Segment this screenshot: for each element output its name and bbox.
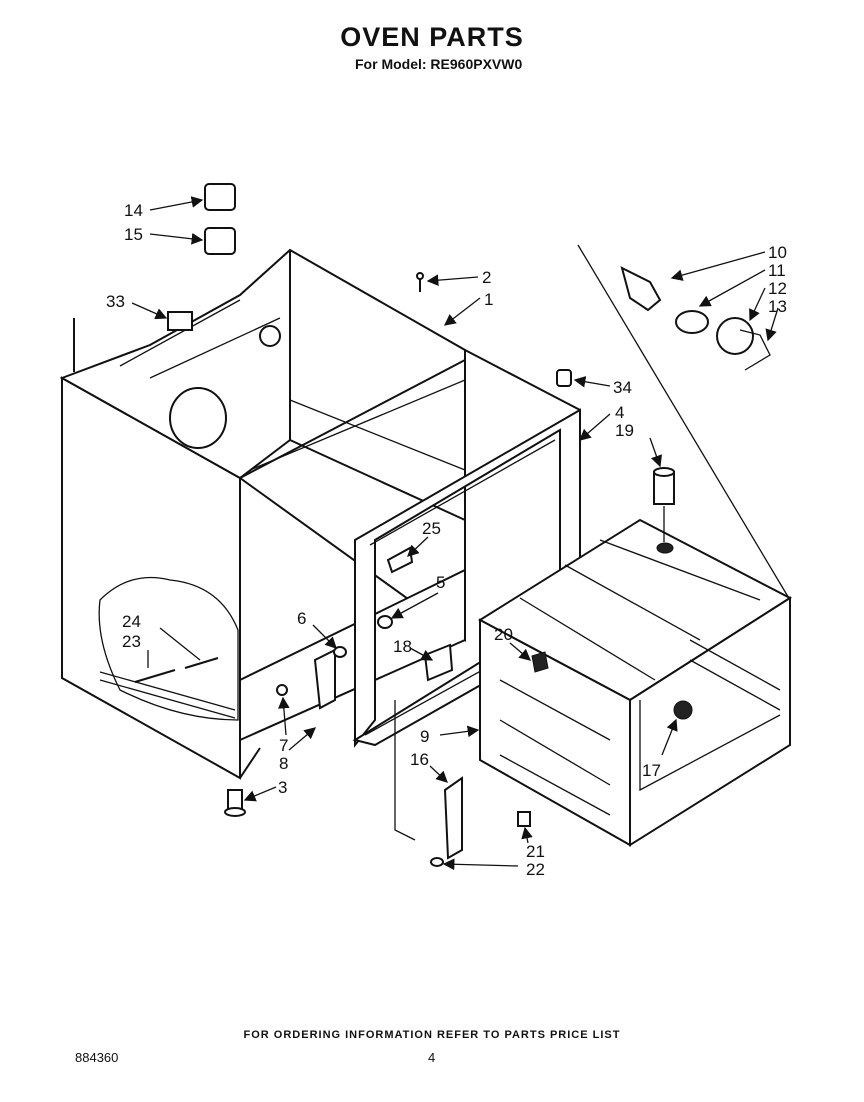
callout-24: 24 (122, 612, 141, 631)
callout-17: 17 (642, 761, 661, 780)
callout-25: 25 (422, 519, 441, 538)
callout-22: 22 (526, 860, 545, 879)
model-subtitle: For Model: RE960PXVW0 (355, 56, 523, 72)
callout-16: 16 (410, 750, 429, 769)
page-number: 4 (428, 1050, 436, 1065)
callout-15: 15 (124, 225, 143, 244)
callout-7: 7 (279, 736, 288, 755)
callout-34: 34 (613, 378, 632, 397)
callout-5: 5 (436, 573, 445, 592)
callout-2: 2 (482, 268, 491, 287)
callout-6: 6 (297, 609, 306, 628)
leader-lines (131, 196, 791, 871)
callout-19: 19 (615, 421, 634, 440)
callout-21: 21 (526, 842, 545, 861)
callout-10: 10 (768, 243, 787, 262)
callout-labels: 1 2 3 4 5 6 7 8 9 10 11 12 13 14 15 16 1… (106, 201, 787, 879)
callout-13: 13 (768, 297, 787, 316)
callout-23: 23 (122, 632, 141, 651)
oven-liner (478, 518, 792, 847)
ordering-note: FOR ORDERING INFORMATION REFER TO PARTS … (243, 1029, 621, 1041)
callout-11: 11 (768, 261, 786, 280)
page-title: OVEN PARTS (340, 22, 524, 52)
diagram-id: 884360 (75, 1050, 119, 1065)
callout-33: 33 (106, 292, 125, 311)
callout-18: 18 (393, 637, 412, 656)
callout-1: 1 (484, 290, 493, 309)
small-parts (134, 183, 771, 867)
callout-20: 20 (494, 625, 513, 644)
callout-8: 8 (279, 754, 288, 773)
callout-12: 12 (768, 279, 787, 298)
callout-3: 3 (278, 778, 287, 797)
callout-9: 9 (420, 727, 429, 746)
callout-4: 4 (615, 403, 624, 422)
callout-14: 14 (124, 201, 143, 220)
